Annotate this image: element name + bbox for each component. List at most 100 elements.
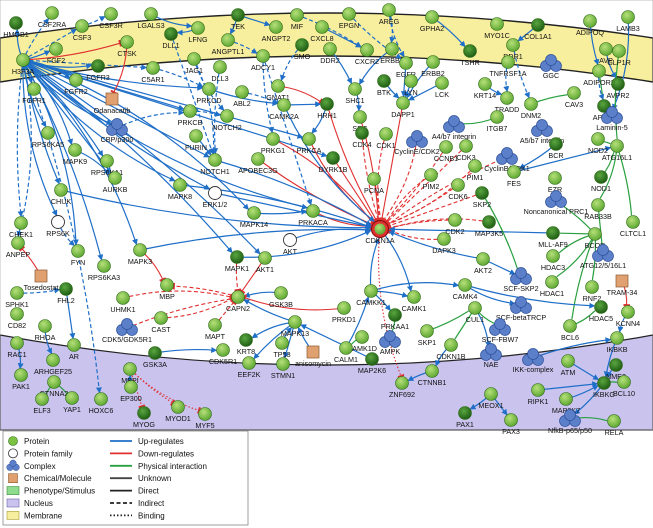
node-tek[interactable]: TEK bbox=[231, 8, 245, 32]
node-ikk-complex[interactable]: IKK-complex bbox=[513, 348, 554, 375]
node-skp1[interactable]: SKP1 bbox=[418, 324, 436, 348]
node-bcor[interactable]: BCOR bbox=[585, 227, 606, 251]
node-cdk2[interactable]: CDK2 bbox=[445, 213, 465, 237]
node-laminin-5[interactable]: Laminin-5 bbox=[596, 106, 628, 133]
node-noncanonical-prc1[interactable]: Noncanonical PRC1 bbox=[524, 190, 589, 217]
node-mif[interactable]: MIF bbox=[290, 8, 304, 32]
node-ripk1[interactable]: RIPK1 bbox=[528, 383, 549, 407]
node-myog[interactable]: MYOG bbox=[133, 406, 155, 430]
node-dapk3[interactable]: DAPK3 bbox=[432, 232, 456, 256]
node-camk4[interactable]: CAMK4 bbox=[453, 278, 478, 302]
node-scf-fbw7[interactable]: SCF-FBW7 bbox=[482, 318, 519, 345]
node-meox1[interactable]: MEOX1 bbox=[478, 387, 504, 411]
node-gpha2[interactable]: GPHA2 bbox=[420, 10, 444, 34]
node-gnat1[interactable]: GNAT1 bbox=[266, 79, 290, 103]
node-mapk14[interactable]: MAPK14 bbox=[240, 206, 268, 230]
node-csf3r[interactable]: CSF3R bbox=[99, 7, 123, 31]
node-capn2[interactable]: CAPN2 bbox=[226, 290, 250, 314]
node-fgf2[interactable]: FGF2 bbox=[47, 42, 65, 66]
node-nae[interactable]: NAE bbox=[480, 343, 502, 370]
node-csf3[interactable]: CSF3 bbox=[73, 19, 91, 43]
node-nod2[interactable]: NOD2 bbox=[588, 132, 608, 156]
node-mapt[interactable]: MAPT bbox=[205, 318, 226, 342]
node-erbb2[interactable]: ERBB2 bbox=[421, 55, 445, 79]
node-znf692[interactable]: ZNF692 bbox=[389, 376, 415, 400]
node-cdk1[interactable]: CDK1 bbox=[376, 127, 396, 151]
node-dapp1[interactable]: DAPP1 bbox=[391, 96, 415, 120]
node-adcy1[interactable]: ADCY1 bbox=[251, 49, 275, 73]
node-cyclinb-cdk1[interactable]: CyclinB/CDK1 bbox=[484, 147, 530, 174]
node-adipor2[interactable]: ADIPOR2 bbox=[583, 64, 615, 88]
node-h3f3a[interactable]: H3F3A bbox=[12, 53, 35, 77]
node-atm[interactable]: ATM bbox=[561, 354, 576, 378]
node-cxcr2[interactable]: CXCR2 bbox=[355, 43, 379, 67]
node-camkk1[interactable]: CAMKK1 bbox=[356, 284, 386, 308]
node-scf-skp2[interactable]: SCF-SKP2 bbox=[503, 267, 539, 294]
node-shc1[interactable]: SHC1 bbox=[345, 82, 365, 106]
node-c5ar1[interactable]: C5AR1 bbox=[141, 61, 165, 85]
node-lyn[interactable]: LYN bbox=[404, 74, 418, 98]
node-lamb3[interactable]: LAMB3 bbox=[616, 10, 640, 34]
node-anpep[interactable]: ANPEP bbox=[6, 236, 31, 260]
node-pax3[interactable]: PAX3 bbox=[502, 413, 520, 437]
node-prkg1[interactable]: PRKG1 bbox=[261, 132, 285, 156]
node-prkd1[interactable]: PRKD1 bbox=[332, 301, 356, 325]
node-jag1[interactable]: JAG1 bbox=[185, 52, 203, 76]
node-akt2[interactable]: AKT2 bbox=[474, 252, 492, 276]
node-mbp[interactable]: MBP bbox=[159, 278, 175, 302]
node-smo[interactable]: SMO bbox=[294, 38, 311, 62]
node-fgfr3[interactable]: FGFR3 bbox=[86, 59, 110, 83]
node-tradd[interactable]: TRADD bbox=[495, 91, 520, 115]
node-dll1[interactable]: DLL1 bbox=[162, 27, 180, 51]
node-ctnna2[interactable]: CTNNA2 bbox=[40, 375, 69, 399]
node-rac1[interactable]: RAC1 bbox=[7, 336, 27, 360]
node-a5-b7-integrin[interactable]: A5/b7 integrin bbox=[520, 119, 564, 146]
node-dyrk1b[interactable]: DYRK1B bbox=[319, 151, 348, 175]
node-furin[interactable]: FURIN bbox=[185, 129, 207, 153]
node-rela[interactable]: RELA bbox=[605, 414, 624, 438]
node-cltcl1[interactable]: CLTCL1 bbox=[620, 215, 646, 239]
node-cbp-p300[interactable]: CBP/p300 bbox=[101, 118, 134, 145]
node-rps6ka1[interactable]: RPS6KA1 bbox=[91, 154, 123, 178]
node-tnfrsf1a[interactable]: TNFRSF1A bbox=[489, 55, 527, 79]
node-abl2[interactable]: ABL2 bbox=[233, 85, 251, 109]
node-map3k5[interactable]: MAP3K5 bbox=[475, 215, 503, 239]
node-atg16l1[interactable]: ATG16L1 bbox=[602, 139, 632, 163]
node-rps6ka5[interactable]: RPS6KA5 bbox=[32, 126, 64, 150]
node-angpt2[interactable]: ANGPT2 bbox=[262, 20, 291, 44]
node-hdac1[interactable]: HDAC1 bbox=[540, 275, 564, 299]
node-bcr[interactable]: BCR bbox=[548, 137, 564, 161]
node-bcl10[interactable]: BCL10 bbox=[613, 375, 635, 399]
node-ezr[interactable]: EZR bbox=[548, 171, 562, 195]
node-prkca[interactable]: PRKCA bbox=[297, 132, 322, 156]
node-ctsk[interactable]: CTSK bbox=[117, 35, 137, 59]
node-hdac3[interactable]: HDAC3 bbox=[541, 249, 565, 273]
node-a4-b7-integrin[interactable]: A4/b7 integrin bbox=[432, 115, 476, 142]
node-cdk6[interactable]: CDK6 bbox=[448, 178, 468, 202]
node-notch2[interactable]: NOTCH2 bbox=[212, 109, 242, 133]
node-ddr2[interactable]: DDR2 bbox=[320, 42, 340, 66]
node-cdk5-gdk5r1[interactable]: CDK5/GDK5R1 bbox=[102, 318, 152, 345]
node-arhgef25[interactable]: ARHGEF25 bbox=[34, 353, 72, 377]
node-cdk5r1[interactable]: CDK5R1 bbox=[209, 343, 237, 367]
node-ikbkg[interactable]: IKBKG bbox=[593, 376, 615, 400]
node-itgb7[interactable]: ITGB7 bbox=[487, 110, 508, 134]
node-uhmk1[interactable]: UHMK1 bbox=[110, 291, 136, 315]
node-rps6ka3[interactable]: RPS6KA3 bbox=[88, 259, 120, 283]
node-myo1c[interactable]: MYO1C bbox=[484, 17, 510, 41]
node-camk1d[interactable]: CAMK1D bbox=[347, 330, 377, 354]
node-gsk3b[interactable]: GSK3B bbox=[269, 286, 293, 310]
node-camk2a[interactable]: CAMK2A bbox=[269, 98, 299, 122]
node-nfkb-p65-p50[interactable]: NfkB-p65/p50 bbox=[548, 409, 592, 436]
node-areg[interactable]: AREG bbox=[379, 3, 400, 27]
node-prkaca[interactable]: PRKACA bbox=[298, 204, 328, 228]
node-cycline-cdk2[interactable]: CyclinE/CDK2 bbox=[394, 130, 440, 157]
node-akt[interactable]: AKT bbox=[283, 233, 298, 257]
node-eef2k[interactable]: EEF2K bbox=[238, 356, 261, 380]
node-elf3[interactable]: ELF3 bbox=[33, 392, 51, 416]
node-cdk3[interactable]: CDK3 bbox=[456, 139, 476, 163]
node-lfng[interactable]: LFNG bbox=[188, 21, 208, 45]
node-dll3[interactable]: DLL3 bbox=[211, 60, 229, 84]
node-mll-af9[interactable]: MLL-AF9 bbox=[538, 226, 568, 250]
node-col1a1[interactable]: COL1A1 bbox=[524, 18, 552, 42]
